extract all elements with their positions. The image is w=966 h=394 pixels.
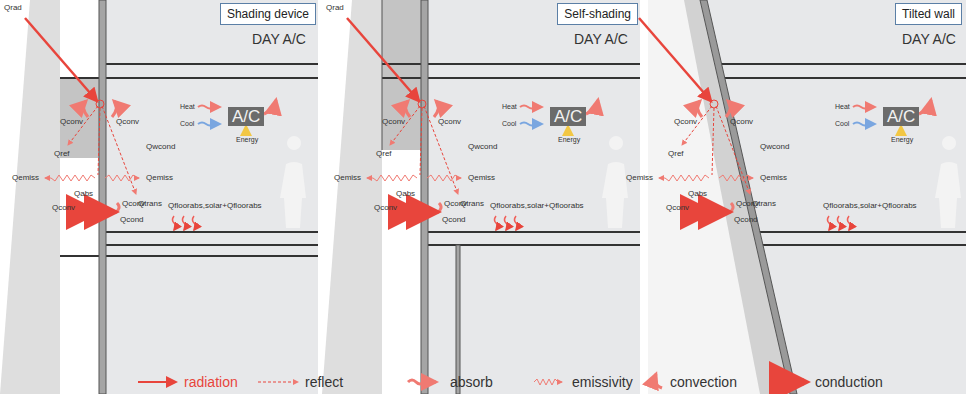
flux-label: Qconv [122, 200, 145, 208]
flux-label: Qemiss [468, 174, 495, 182]
flux-label: Qconv [382, 118, 405, 126]
flux-label: Qref [54, 150, 70, 158]
flow-label: Energy [558, 136, 580, 143]
legend-label: conduction [815, 375, 883, 389]
panel-title: Self-shading [564, 7, 631, 21]
flux-label: Qemiss [12, 174, 39, 182]
flux-label: Qconv [444, 200, 467, 208]
flux-label: Qconv [674, 118, 697, 126]
flow-label: Energy [236, 136, 258, 143]
flux-label: Qconv [730, 118, 753, 126]
flux-label: Qemiss [760, 174, 787, 182]
flux-label: Qconv [116, 118, 139, 126]
flux-label: Qconv [666, 204, 689, 212]
flux-label: Qref [376, 150, 392, 158]
flux-label: Qemiss [626, 174, 653, 182]
flux-label: Qfloorabs,solar+Qfloorabs [823, 202, 917, 210]
ac-unit-box: A/C [550, 107, 586, 126]
flow-label: Cool [180, 120, 194, 127]
flux-label: Qconv [736, 200, 759, 208]
flux-label: Qconv [60, 118, 83, 126]
ac-label: A/C [887, 107, 915, 126]
ac-unit-box: A/C [228, 107, 264, 126]
panel-title-box: Shading device [220, 3, 316, 25]
flow-label: Cool [835, 120, 849, 127]
flux-label: Qwcond [760, 143, 789, 151]
legend-label: absorb [450, 375, 493, 389]
flow-label: Heat [835, 103, 850, 110]
panel-title: Tilted wall [902, 7, 955, 21]
flux-label: Qcond [442, 216, 466, 224]
ac-label: A/C [232, 107, 260, 126]
flux-label: Qemiss [334, 174, 361, 182]
flux-label: Qrad [4, 4, 22, 12]
panel-title-box: Self-shading [557, 3, 638, 25]
ac-label: A/C [554, 107, 582, 126]
flux-label: Qcond [734, 216, 758, 224]
state-label: DAY A/C [574, 32, 628, 46]
flow-label: Energy [891, 136, 913, 143]
ac-unit-box: A/C [883, 107, 919, 126]
flux-label: Qabs [688, 190, 707, 198]
panel-title: Shading device [227, 7, 309, 21]
flux-label: Qfloorabs,solar+Qfloorabs [490, 202, 584, 210]
flux-label: Qrad [326, 4, 344, 12]
flow-label: Heat [180, 103, 195, 110]
panel-title-box: Tilted wall [895, 3, 962, 25]
state-label: DAY A/C [902, 32, 956, 46]
flux-label: Qabs [74, 190, 93, 198]
flux-label: Qconv [438, 118, 461, 126]
flux-label: Qwcond [146, 143, 175, 151]
flux-label: Qwcond [468, 143, 497, 151]
legend-label: radiation [184, 375, 238, 389]
flow-label: Cool [502, 120, 516, 127]
flux-label: Qabs [396, 190, 415, 198]
flux-label: Qemiss [146, 174, 173, 182]
flux-label: Qconv [52, 204, 75, 212]
flux-label: Qconv [374, 204, 397, 212]
flux-label: Qref [668, 150, 684, 158]
state-label: DAY A/C [252, 32, 306, 46]
legend-label: emissivity [572, 375, 633, 389]
legend-label: convection [670, 375, 737, 389]
flow-label: Heat [502, 103, 517, 110]
flux-label: Qfloorabs,solar+Qfloorabs [168, 202, 262, 210]
legend-label: reflect [305, 375, 343, 389]
flux-label: Qcond [120, 216, 144, 224]
